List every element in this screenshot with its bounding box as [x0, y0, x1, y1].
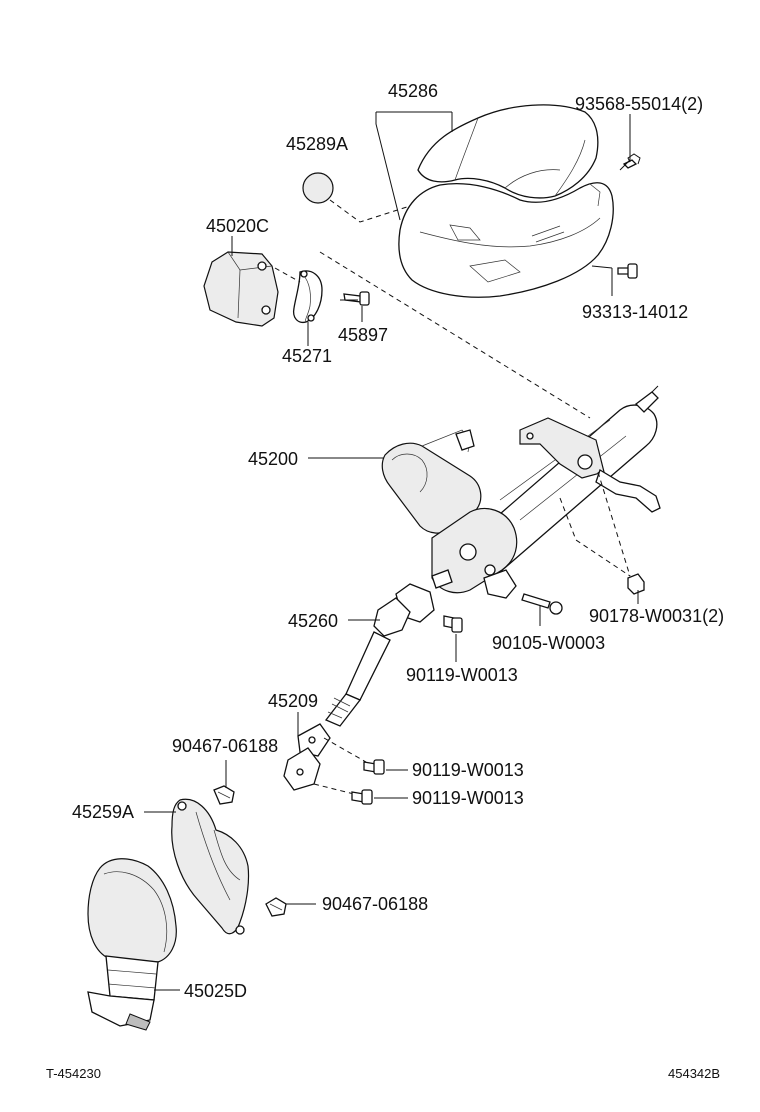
clip-90467-a-illustration: [213, 785, 235, 805]
clip-90467-b-illustration: [265, 897, 287, 917]
universal-joint-45209-illustration: [283, 723, 331, 791]
boot-45025d-illustration: [87, 858, 177, 1031]
column-cover-illustration: [398, 104, 614, 298]
label-90119-w0013-b: 90119-W0013: [412, 760, 524, 780]
intermediate-shaft-45260-illustration: [324, 583, 435, 727]
label-90119-w0013-c: 90119-W0013: [412, 788, 524, 808]
clamp-45271-illustration: [292, 270, 323, 324]
bolt-90119-b-illustration: [363, 759, 385, 775]
label-45200: 45200: [248, 449, 298, 469]
label-93568-55014: 93568-55014(2): [575, 94, 703, 114]
label-45271: 45271: [282, 346, 332, 366]
label-45289a: 45289A: [286, 134, 348, 154]
cover-45259a-illustration: [171, 798, 250, 935]
label-45025d: 45025D: [184, 981, 247, 1001]
bolt-45897-illustration: [343, 291, 370, 306]
label-90105-w0003: 90105-W0003: [492, 633, 605, 653]
label-45209: 45209: [268, 691, 318, 711]
label-90119-w0013-a: 90119-W0013: [406, 665, 518, 685]
footer-drawing-code-left: T-454230: [46, 1066, 101, 1081]
bolt-90105-illustration: [521, 593, 563, 615]
emblem-illustration: [302, 172, 334, 204]
label-45897: 45897: [338, 325, 388, 345]
footer-drawing-code-right: 454342B: [668, 1066, 720, 1081]
screw-93568-illustration: [622, 153, 641, 169]
label-45020c: 45020C: [206, 216, 269, 236]
bolt-90119-c-illustration: [351, 789, 373, 805]
label-90178-w0031: 90178-W0031(2): [589, 606, 724, 626]
steering-column-assembly-illustration: [381, 385, 661, 599]
bolt-90119-a-illustration: [443, 615, 463, 633]
screw-93313-illustration: [617, 263, 638, 279]
nut-90178-illustration: [627, 573, 645, 595]
bracket-45020c-illustration: [203, 251, 279, 327]
label-45260: 45260: [288, 611, 338, 631]
label-90467-06188-b: 90467-06188: [322, 894, 428, 914]
label-45259a: 45259A: [72, 802, 134, 822]
label-45286: 45286: [388, 81, 438, 101]
label-93313-14012: 93313-14012: [582, 302, 688, 322]
label-90467-06188-a: 90467-06188: [172, 736, 278, 756]
